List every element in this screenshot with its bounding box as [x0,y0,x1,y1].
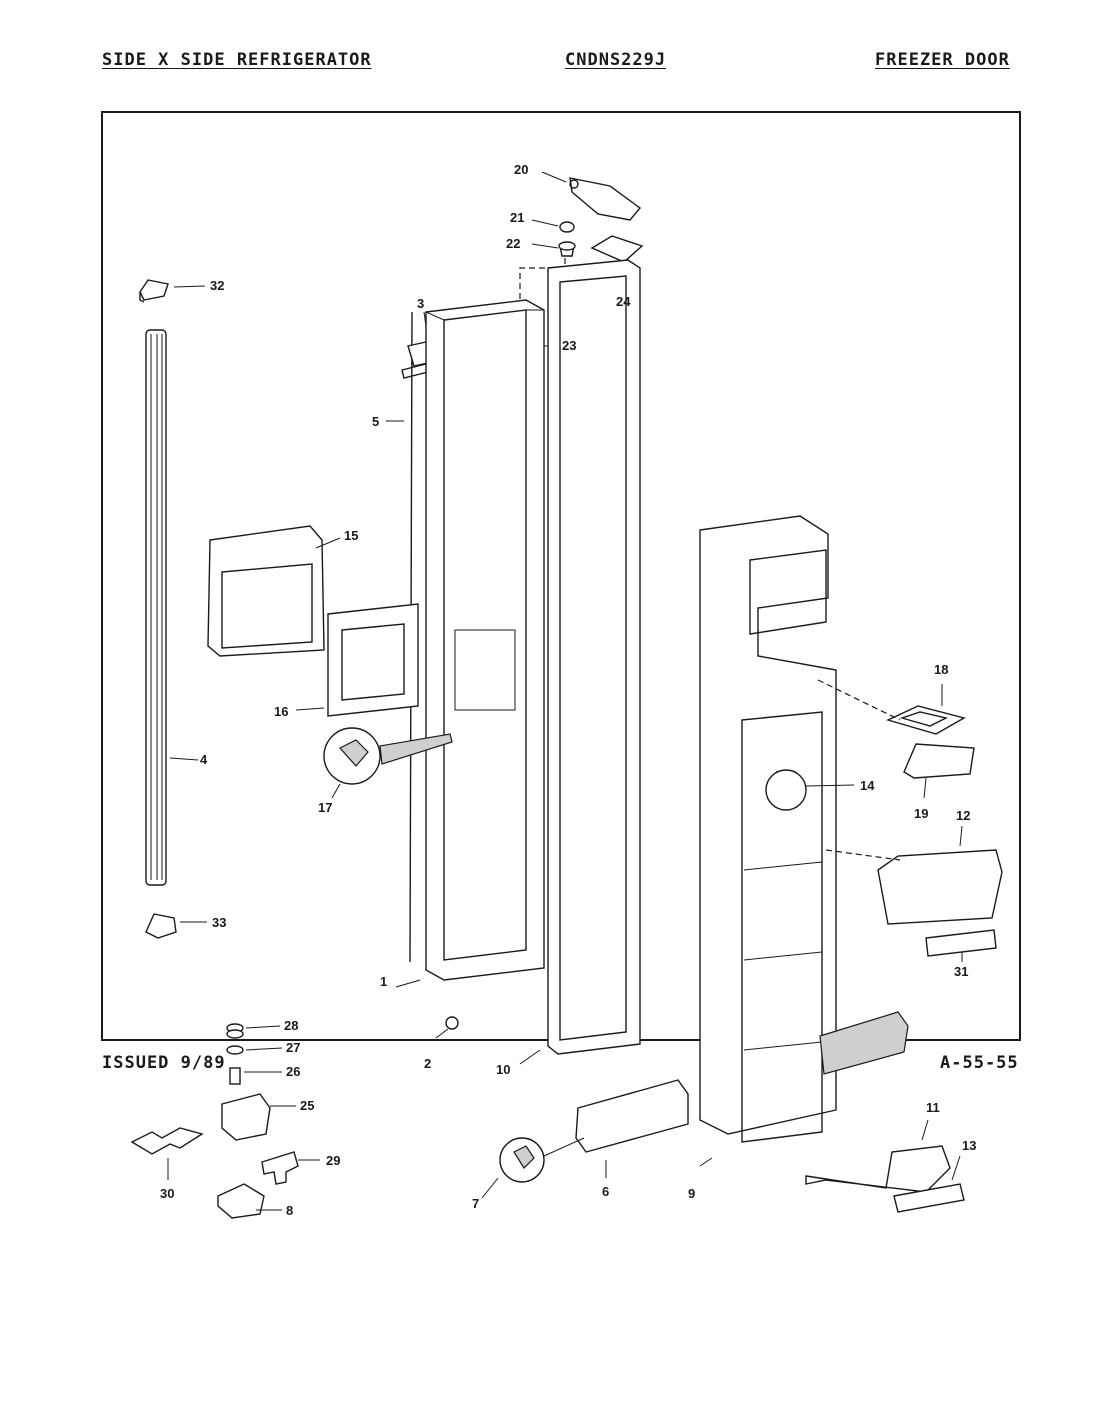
part-number-11: 11 [926,1100,940,1115]
part-33-clip [145,913,207,939]
model-number: CNDNS229J [565,50,667,70]
diagram-title: SIDE X SIDE REFRIGERATOR [102,50,372,70]
part-number-15: 15 [344,528,358,543]
part-number-12: 12 [956,808,970,823]
part-number-6: 6 [602,1184,609,1199]
part-number-7: 7 [472,1196,479,1211]
part-number-3: 3 [417,296,424,311]
part-17-detail [323,727,453,799]
part-2-plug [435,1016,459,1039]
part-number-1: 1 [380,974,387,989]
part-number-21: 21 [510,210,524,225]
part-number-8: 8 [286,1203,293,1218]
part-30-plate [130,1127,204,1180]
part-number-18: 18 [934,662,948,677]
part-25-hinge [221,1093,296,1141]
part-number-33: 33 [212,915,226,930]
part-number-5: 5 [372,414,379,429]
part-number-17: 17 [318,800,332,815]
part-27-washer [226,1045,283,1055]
part-number-32: 32 [210,278,224,293]
part-number-13: 13 [962,1138,976,1153]
part-number-27: 27 [286,1040,300,1055]
part-number-26: 26 [286,1064,300,1079]
part-11-bottom-shelf [805,1119,951,1193]
part-26-pin [229,1067,282,1085]
part-1-door-frame [395,299,545,988]
part-16-bezel [295,603,419,717]
part-number-2: 2 [424,1056,431,1071]
part-29-bracket [261,1151,320,1185]
part-9-door-shell [699,515,837,1167]
part-31-trim [925,929,997,962]
part-22-bushing [531,241,576,257]
part-number-24: 24 [616,294,631,309]
part-number-28: 28 [284,1018,298,1033]
part-8-cover [217,1183,282,1219]
part-21-washer [531,219,575,233]
part-number-14: 14 [860,778,875,793]
part-number-30: 30 [160,1186,174,1201]
part-number-19: 19 [914,806,928,821]
part-number-16: 16 [274,704,288,719]
part-15-housing [207,525,341,657]
part-12-shelf [877,825,1003,925]
part-number-10: 10 [496,1062,510,1077]
part-13-trim [893,1155,965,1213]
part-number-4: 4 [200,752,208,767]
part-10-door-panel [519,259,641,1065]
part-number-25: 25 [300,1098,314,1113]
part-number-29: 29 [326,1153,340,1168]
part-number-23: 23 [562,338,576,353]
section-title: FREEZER DOOR [875,50,1010,70]
part-number-9: 9 [688,1186,695,1201]
part-20-hinge [541,171,642,221]
part-number-31: 31 [954,964,968,979]
issue-date: ISSUED 9/89 [102,1053,226,1073]
part-32-clip [139,279,206,303]
page-code: A-55-55 [940,1053,1019,1073]
part-6-rail [575,1011,909,1178]
part-18-chute [886,684,966,735]
part-number-20: 20 [514,162,528,177]
part-7-detail [481,1137,585,1199]
part-19-actuator [903,743,975,799]
part-number-22: 22 [506,236,520,251]
part-28-spring [226,1023,281,1039]
part-4-gasket [145,329,199,886]
